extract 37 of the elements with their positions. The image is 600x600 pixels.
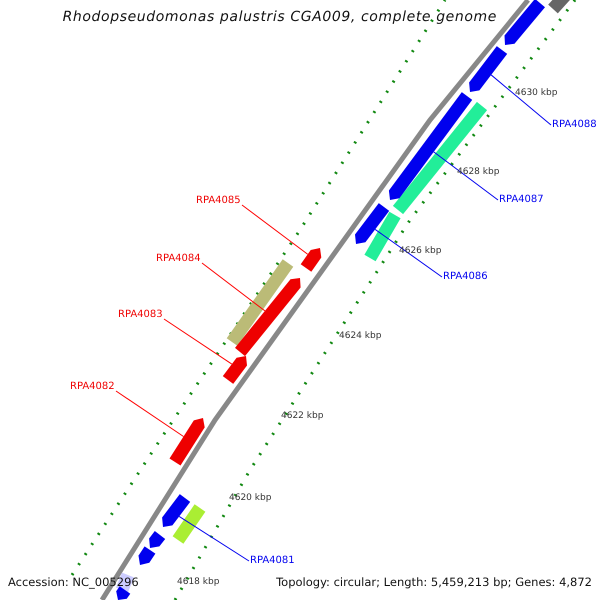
gene-label: RPA4086 <box>443 271 488 283</box>
leader-line <box>490 74 552 126</box>
gene-label: RPA4087 <box>499 194 544 206</box>
gene-label: RPA4084 <box>156 253 201 265</box>
leader-line <box>242 204 308 255</box>
scale-label: 4624 kbp <box>339 331 382 342</box>
scale-label: 4618 kbp <box>177 577 220 588</box>
gene-block <box>300 248 322 272</box>
leader-line <box>374 228 442 278</box>
gene-block <box>355 203 390 244</box>
gene-block <box>222 356 247 384</box>
title: Rhodopseudomonas palustris CGA009, complete genome <box>62 9 497 25</box>
gene-label: RPA4081 <box>250 555 295 567</box>
scale-label: 4622 kbp <box>281 411 324 422</box>
scale-label: 4620 kbp <box>229 493 272 504</box>
gene-label: RPA4088 <box>552 119 597 131</box>
leader-line <box>116 390 184 437</box>
gene-bar <box>226 259 294 346</box>
gene-block <box>162 494 190 527</box>
gene-block <box>235 278 301 356</box>
gene-block <box>469 46 508 92</box>
footer-text: Accession: NC_005296 <box>8 575 139 589</box>
leader-line <box>202 262 266 312</box>
gene-label: RPA4085 <box>196 195 241 207</box>
gene-bar <box>172 504 206 544</box>
gene-block <box>149 531 166 548</box>
gene-label: RPA4082 <box>70 381 115 393</box>
gene-block <box>504 0 545 45</box>
leader-line <box>433 151 498 200</box>
footer-text: Topology: circular; Length: 5,459,213 bp; Genes: 4,872 <box>276 575 592 589</box>
gene-bar <box>364 212 401 262</box>
leader-line <box>178 516 250 562</box>
leader-line <box>164 318 232 365</box>
scale-label: 4630 kbp <box>515 88 558 99</box>
gene-label: RPA4083 <box>118 309 163 321</box>
gene-block <box>170 418 205 466</box>
gene-block <box>138 546 156 565</box>
